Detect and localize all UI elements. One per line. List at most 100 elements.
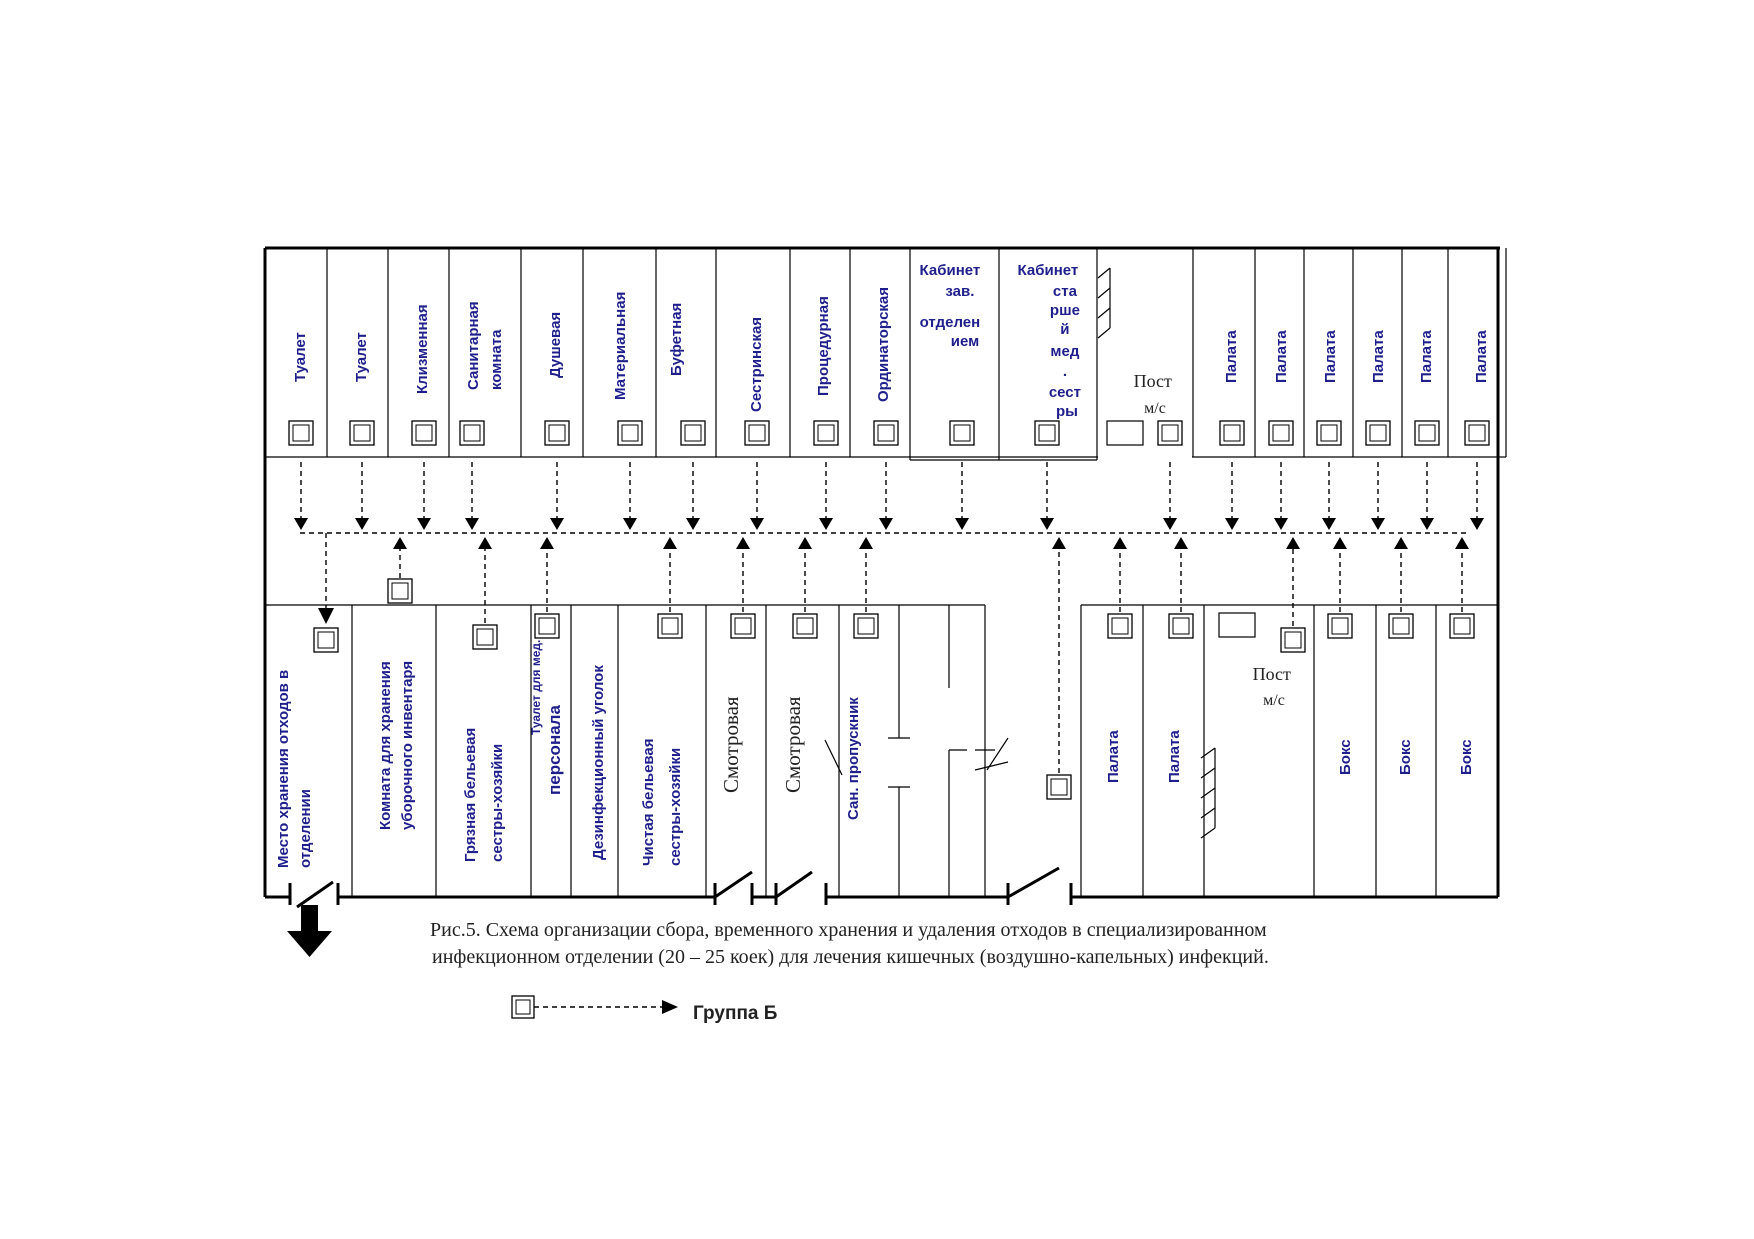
waste-bin-icon (1414, 420, 1440, 446)
outer-walls (263, 246, 1507, 899)
room-label-box-2: Бокс (1397, 739, 1414, 775)
waste-route-lines (300, 532, 1467, 608)
waste-bin-icon (1107, 613, 1133, 639)
waste-bin-icon (744, 420, 770, 446)
waste-bin-icon (1365, 420, 1391, 446)
flow-arrow-down (294, 462, 308, 530)
room-label-ward-2: Палата (1273, 330, 1290, 383)
room-label-nurses: Сестринская (748, 317, 765, 412)
top-row-walls (265, 248, 1498, 461)
waste-bin-icon (1219, 420, 1245, 446)
legend: Группа Б (511, 995, 777, 1024)
flow-arrow-up (798, 537, 812, 612)
flow-arrow-up (1174, 537, 1188, 612)
waste-bin-icon (813, 420, 839, 446)
flow-arrow-down (1274, 462, 1288, 530)
waste-bin-icon (349, 420, 375, 446)
waste-bin-icon (1327, 613, 1353, 639)
room-label-box-3: Бокс (1458, 739, 1475, 775)
room-label-exam-1: Смотровая (719, 696, 743, 793)
flow-arrow-up (478, 537, 492, 623)
room-label-ward-5: Палата (1418, 330, 1435, 383)
flow-arrow-down (1225, 462, 1239, 530)
waste-bin-icon (1168, 613, 1194, 639)
room-label-nurse-post-top: Пост м/с (1134, 371, 1177, 417)
flow-arrow-up (1455, 537, 1469, 612)
waste-bin-icon (1449, 613, 1475, 639)
flow-arrow-up (859, 537, 873, 612)
flow-arrow-up (1113, 537, 1127, 612)
waste-bins (288, 420, 1490, 800)
flow-arrow-up (1286, 537, 1300, 626)
room-label-pantry: Буфетная (668, 303, 685, 376)
figure-caption: Рис.5. Схема организации сбора, временно… (430, 919, 1269, 968)
waste-bin-icon (680, 420, 706, 446)
room-label-disinfection: Дезинфекционный уголок (590, 665, 607, 860)
room-label-ward-8: Палата (1166, 730, 1183, 783)
room-label-ward-3: Палата (1322, 330, 1339, 383)
flow-arrow-down (1470, 462, 1484, 530)
flow-arrow-down (955, 462, 969, 530)
room-label-doctors: Ординаторская (875, 287, 892, 402)
flow-arrow-up (540, 537, 554, 612)
waste-bin-icon (730, 613, 756, 639)
waste-bin-icon (617, 420, 643, 446)
flow-arrow-down (623, 462, 637, 530)
caption-line-1: Рис.5. Схема организации сбора, временно… (430, 919, 1267, 941)
room-label-ward-1: Палата (1223, 330, 1240, 383)
flow-arrows (294, 462, 1484, 773)
room-label-sanitary-checkpoint: Сан. пропускник (845, 697, 862, 820)
flow-arrow-down (819, 462, 833, 530)
flow-arrow-down (1420, 462, 1434, 530)
flow-arrow-up (1394, 537, 1408, 612)
flow-arrow-to-storage (318, 608, 334, 624)
room-label-box-1: Бокс (1337, 739, 1354, 775)
room-label-head-office: Кабинет зав. отделен ием (920, 262, 985, 350)
flow-arrow-down (417, 462, 431, 530)
flow-arrow-down (686, 462, 700, 530)
bottom-row-walls (265, 604, 1498, 897)
room-label-staff-toilet: Туалет для мед.персонала (529, 640, 564, 795)
room-label-toilet-2: Туалет (353, 332, 370, 382)
room-label-nurse-post-bottom: Пост м/с (1253, 664, 1296, 709)
exit-arrow-icon (287, 905, 332, 957)
waste-bin-icon (657, 613, 683, 639)
waste-bin-icon (1316, 420, 1342, 446)
room-label-exam-2: Смотровая (781, 696, 805, 793)
room-label-supply: Материальная (612, 292, 629, 400)
waste-bin-icon (472, 624, 498, 650)
room-label-toilet-1: Туалет (292, 332, 309, 382)
room-label-ward-4: Палата (1370, 330, 1387, 383)
waste-bin-icon (1157, 420, 1183, 446)
waste-bin-icon (853, 613, 879, 639)
legend-label: Группа Б (693, 1003, 777, 1024)
flow-arrow-up (393, 537, 407, 578)
waste-bin-icon (288, 420, 314, 446)
caption-line-2: инфекционном отделении (20 – 25 коек) дл… (432, 946, 1269, 968)
flow-arrow-down (750, 462, 764, 530)
waste-bin-icon (1034, 420, 1060, 446)
exterior-doors (288, 866, 1073, 909)
waste-bin-icon (544, 420, 570, 446)
flow-arrow-up (736, 537, 750, 612)
flow-arrow-down (1322, 462, 1336, 530)
waste-bin-icon (459, 420, 485, 446)
flow-arrow-down (1163, 462, 1177, 530)
flow-arrow-up (1052, 537, 1066, 773)
waste-bin-icon (313, 627, 339, 653)
waste-bin-icon (1280, 627, 1306, 653)
waste-bin-icon (1388, 613, 1414, 639)
waste-bin-icon (792, 613, 818, 639)
flow-arrow-down (355, 462, 369, 530)
waste-bin-icon (1046, 774, 1072, 800)
room-label-procedure: Процедурная (815, 296, 832, 396)
room-label-ward-6: Палата (1473, 330, 1490, 383)
flow-arrow-down (550, 462, 564, 530)
room-label-shower: Душевая (547, 312, 564, 378)
waste-bin-icon (949, 420, 975, 446)
